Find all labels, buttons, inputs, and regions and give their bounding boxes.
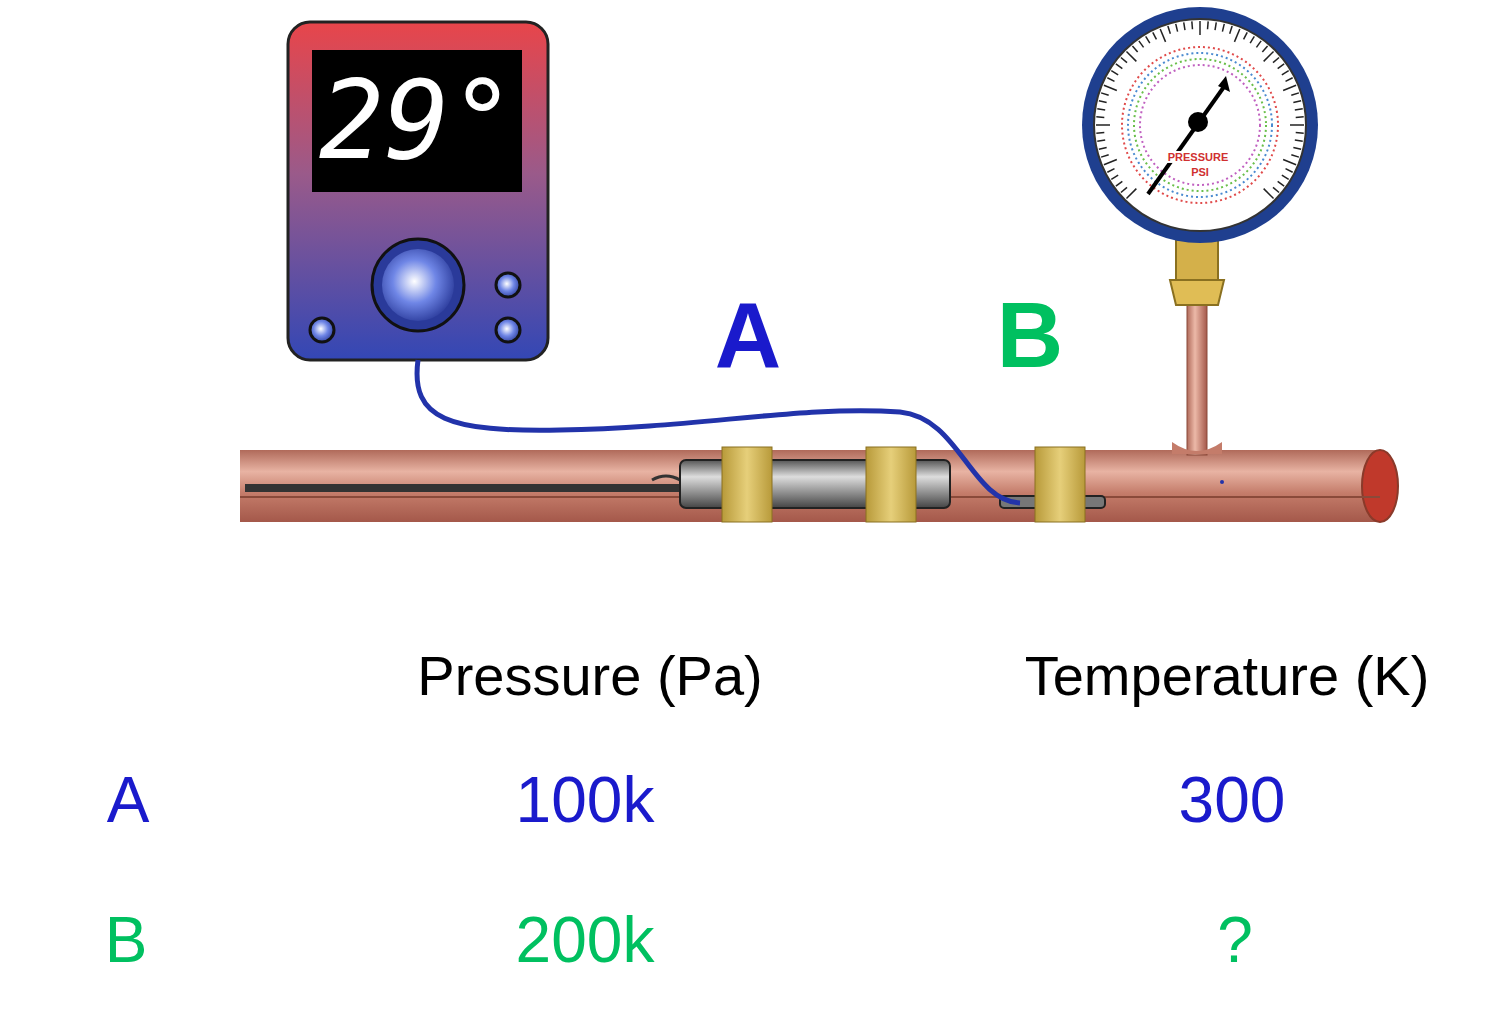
point-label: B bbox=[997, 285, 1063, 386]
table-header: Pressure (Pa) bbox=[417, 645, 762, 707]
table-cell: 300 bbox=[1179, 765, 1286, 835]
table-header: Temperature (K) bbox=[1025, 645, 1430, 707]
gauge-unit: PSI bbox=[1189, 166, 1211, 178]
gauge-label: PRESSURE bbox=[1166, 151, 1231, 163]
point-label: A bbox=[715, 285, 781, 386]
temperature-readout: 29° bbox=[319, 61, 515, 180]
table-cell: ? bbox=[1217, 905, 1253, 975]
table-cell: 200k bbox=[516, 905, 655, 975]
row-label: A bbox=[107, 765, 150, 835]
row-label: B bbox=[105, 905, 148, 975]
table-cell: 100k bbox=[516, 765, 655, 835]
